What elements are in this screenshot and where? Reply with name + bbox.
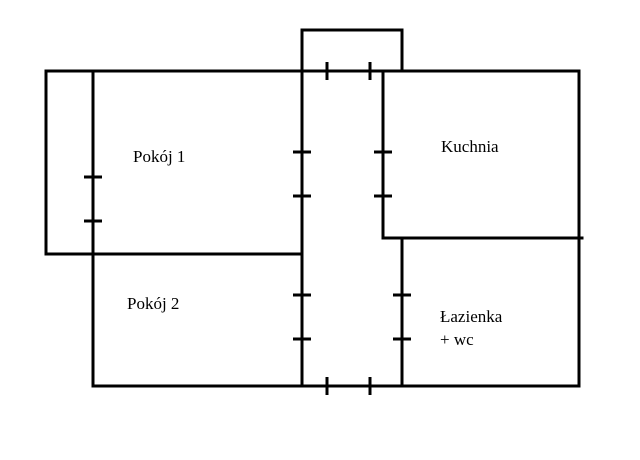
walls	[44, 28, 584, 388]
room-label-lazienka-wc: + wc	[440, 330, 474, 349]
room-label-pokoj1: Pokój 1	[133, 147, 185, 166]
room-labels: Pokój 1 Kuchnia Pokój 2 Łazienka + wc	[127, 137, 503, 349]
door-marks	[84, 62, 411, 395]
room-label-lazienka: Łazienka	[440, 307, 503, 326]
entrance-vestibule-wall	[300, 28, 404, 73]
left-bay-wall	[44, 69, 95, 256]
room-label-kuchnia: Kuchnia	[441, 137, 499, 156]
room-label-pokoj2: Pokój 2	[127, 294, 179, 313]
